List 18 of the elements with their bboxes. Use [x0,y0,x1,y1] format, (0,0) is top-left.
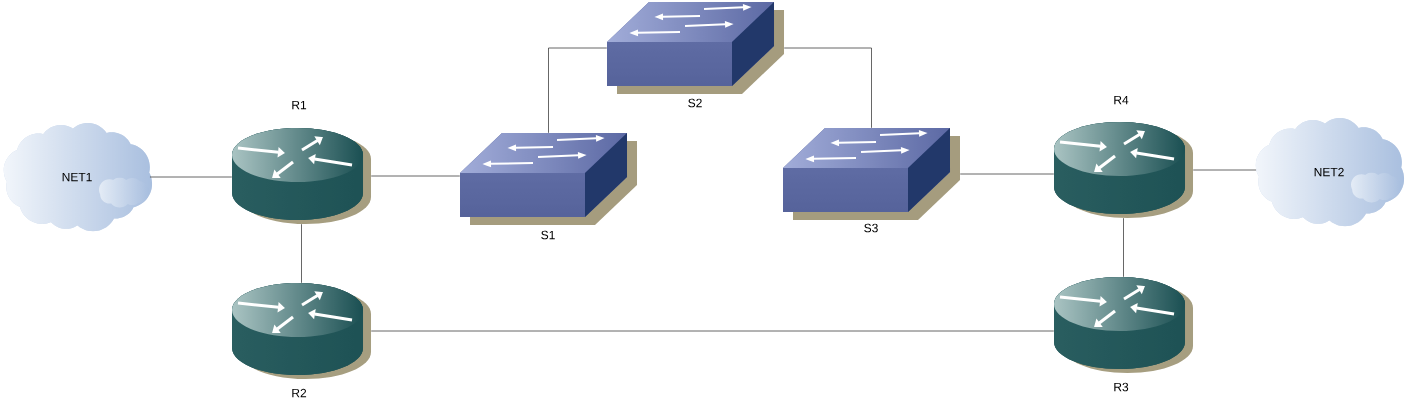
connection-line [1123,217,1124,278]
device-label: R2 [292,388,307,398]
device-label: S1 [541,230,555,240]
network-cloud: NET2 [1255,118,1405,227]
connection-line [783,47,872,129]
device-label: R4 [1114,95,1129,105]
connection-line [959,173,1055,175]
device-label: R1 [292,100,307,110]
connection-line [370,330,1055,332]
connection-line [370,175,461,177]
connection-line [149,176,233,178]
device-label: R3 [1114,382,1129,392]
connection-line [548,47,608,134]
device-label: S3 [864,223,878,233]
connection-line [1192,169,1257,171]
connection-line [301,223,302,284]
device-label: S2 [688,98,702,108]
network-cloud: NET1 [3,123,153,232]
